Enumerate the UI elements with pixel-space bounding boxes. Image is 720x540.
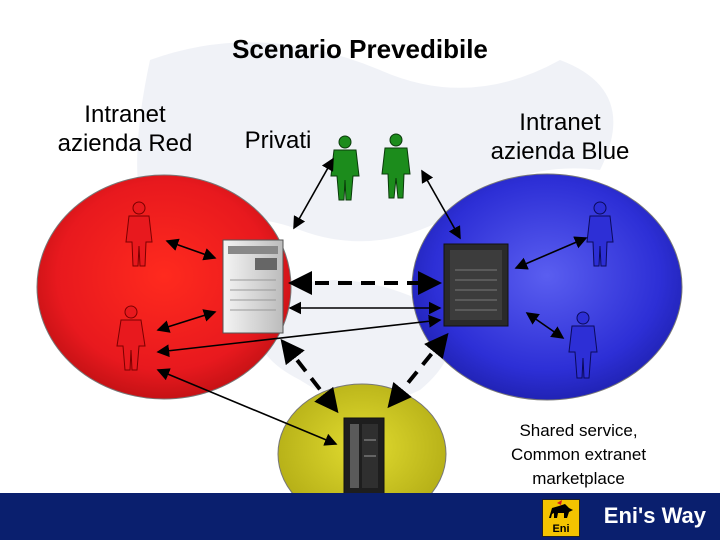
blue-intranet-label: Intranet azienda Blue — [460, 108, 660, 166]
arrow-private-to-blue-server — [421, 169, 461, 240]
shared-server-icon — [343, 417, 385, 495]
arrow-red-person-to-red-server — [165, 238, 217, 261]
blue-intranet-label-line2: azienda Blue — [490, 138, 630, 165]
dashed-arrow-red-to-shared — [280, 338, 339, 414]
page-title: Scenario Prevedibile — [232, 34, 488, 64]
private-label: Privati — [244, 127, 312, 154]
arrow-blue-person-to-blue-server — [514, 236, 588, 270]
red-intranet-label-line2: azienda Red — [57, 130, 193, 157]
arrow-blue-person2-to-blue-server — [525, 312, 565, 339]
dashed-arrows — [280, 271, 449, 414]
red-person-icon-1 — [125, 201, 153, 267]
arrow-red-person-to-blue-server — [156, 314, 442, 358]
arrow-red-server-to-private — [293, 157, 334, 230]
private-person-icon-2 — [381, 133, 411, 199]
blue-person-icon-1 — [586, 201, 614, 267]
shared-service-label-line2: Common extranet — [510, 445, 647, 464]
red-intranet-label: Intranet azienda Red — [30, 100, 220, 158]
dashed-arrow-blue-to-shared — [387, 332, 449, 409]
shared-service-label-line1: Shared service, — [519, 421, 638, 440]
eni-logo-icon: Eni — [542, 499, 580, 537]
footer-bar: Eni Eni's Way — [0, 493, 720, 540]
blue-server-icon — [443, 243, 509, 327]
connection-arrows — [156, 157, 588, 446]
blue-person-icon-2 — [568, 311, 598, 379]
red-server-icon — [222, 239, 284, 334]
blue-intranet-label-line1: Intranet — [519, 109, 601, 136]
shared-service-label-line3: marketplace — [532, 469, 625, 488]
private-person-icon-1 — [330, 135, 360, 201]
six-legged-dog-icon — [549, 500, 573, 518]
logo-mark-text: Eni — [552, 523, 570, 535]
brand-text: Eni's Way — [603, 503, 706, 528]
arrow-red-person-to-shared — [156, 368, 338, 446]
red-intranet-label-line1: Intranet — [84, 101, 166, 128]
red-person-icon-2 — [116, 305, 146, 371]
shared-service-label: Shared service, Common extranet marketpl… — [486, 419, 671, 491]
